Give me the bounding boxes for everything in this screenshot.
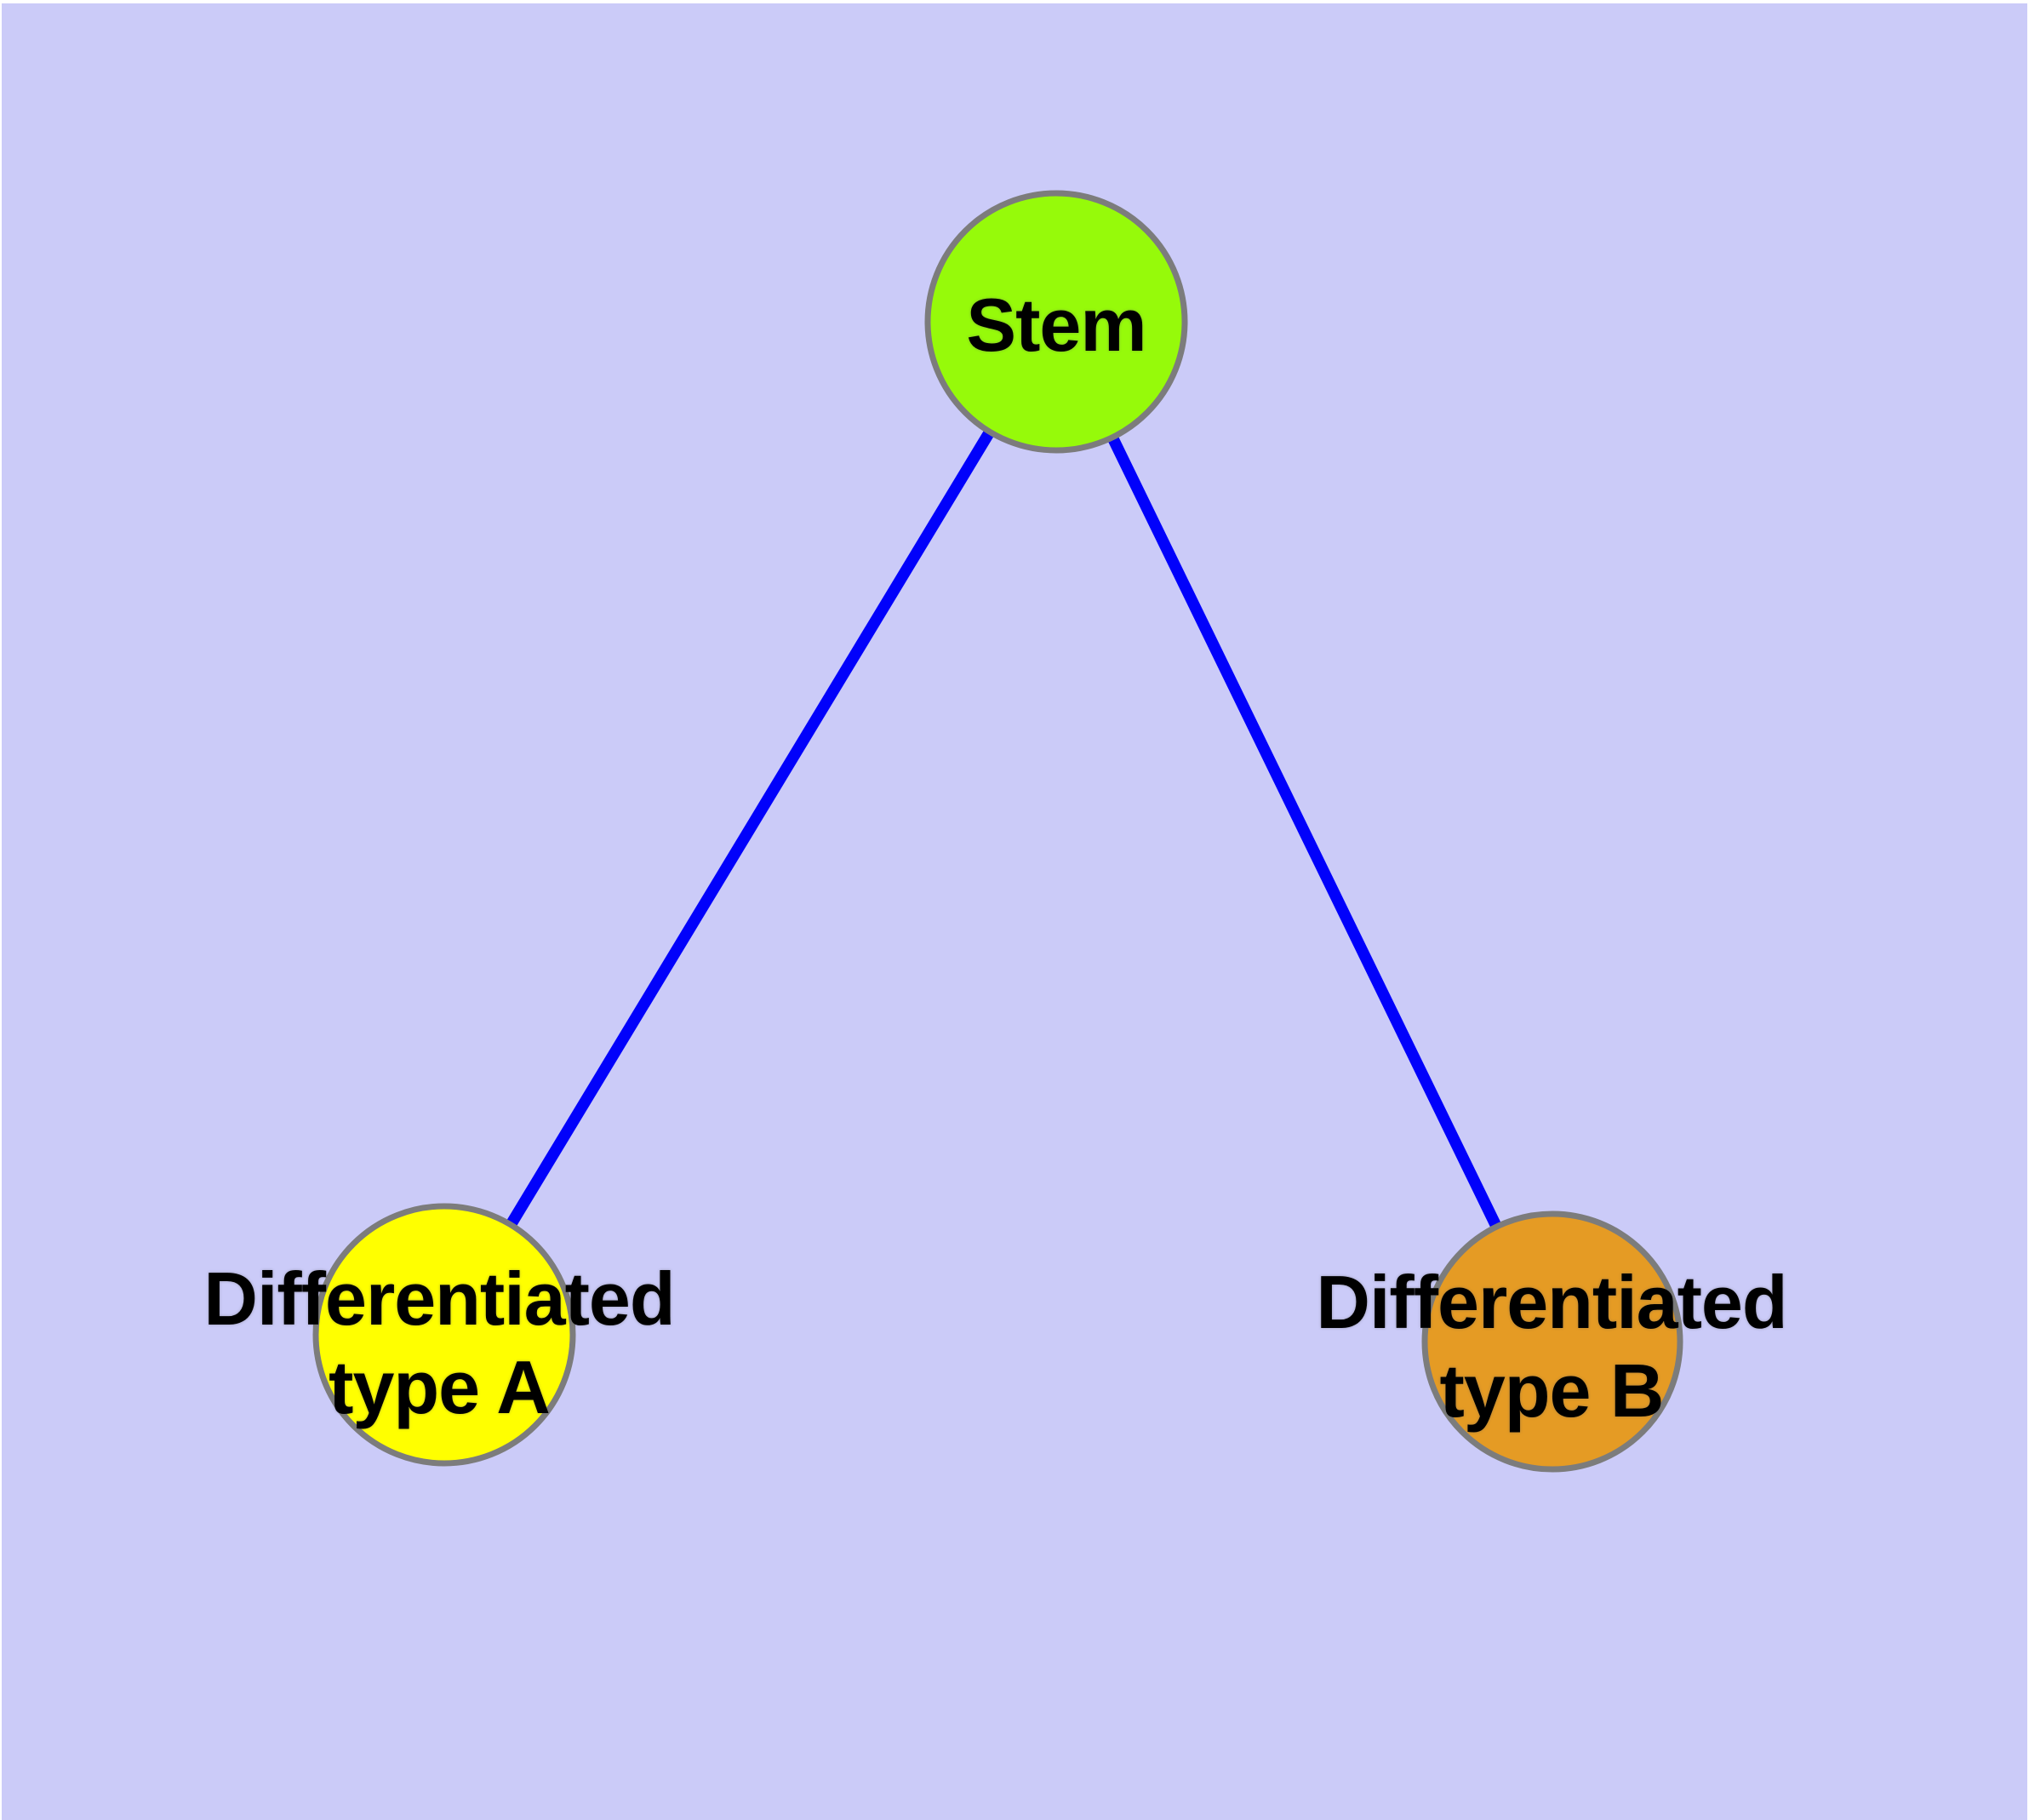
stem-node-circle (924, 190, 1188, 454)
graph-svg (312, 190, 1683, 1473)
type-b-node-label: Differentiated type B (1316, 1258, 1787, 1435)
type-a-node-circle (312, 1203, 576, 1467)
diagram-canvas: Stem Differentiated type A Differentiate… (2, 3, 2027, 1820)
type-a-label-line1: Differentiated (203, 1256, 675, 1341)
type-b-node-circle (1421, 1210, 1683, 1473)
edge-stem-to-type-a (439, 318, 1061, 1338)
stem-node-label: Stem (966, 283, 1146, 367)
edge-stem-to-type-b (1050, 319, 1558, 1344)
type-b-label-line2: type B (1439, 1348, 1665, 1433)
type-b-label-line1: Differentiated (1316, 1260, 1787, 1344)
type-a-label-line2: type A (329, 1345, 551, 1429)
type-a-node-label: Differentiated type A (203, 1255, 675, 1432)
